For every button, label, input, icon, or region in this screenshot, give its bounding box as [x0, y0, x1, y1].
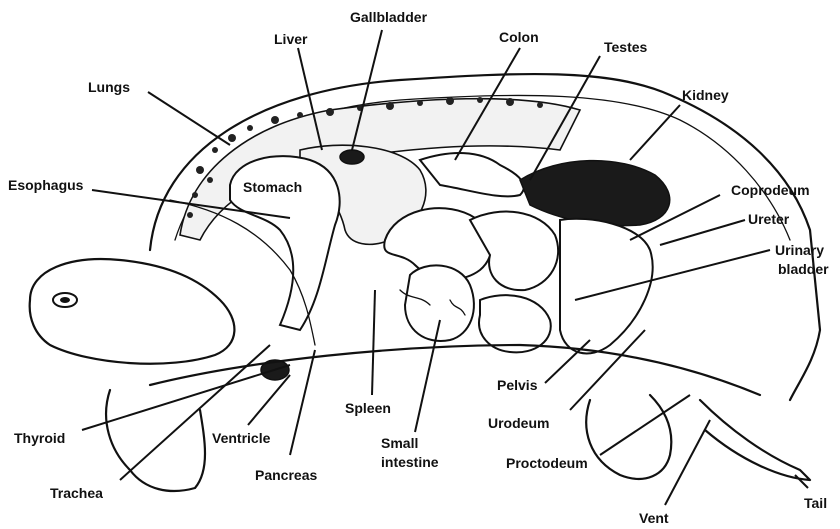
label-liver: Liver [274, 31, 308, 47]
label-trachea: Trachea [50, 485, 103, 501]
label-pancreas: Pancreas [255, 467, 317, 483]
label-esophagus: Esophagus [8, 177, 84, 193]
label-small: Small [381, 435, 418, 451]
label-ventricle: Ventricle [212, 430, 271, 446]
label-gallbladder: Gallbladder [350, 9, 428, 25]
gallbladder [340, 150, 364, 164]
head [30, 259, 235, 364]
label-lungs: Lungs [88, 79, 130, 95]
urinary-bladder [560, 219, 653, 354]
label-testes: Testes [604, 39, 648, 55]
small-intestine [384, 208, 558, 352]
label-colon: Colon [499, 29, 539, 45]
label-vent: Vent [639, 510, 669, 526]
label-spleen: Spleen [345, 400, 391, 416]
label-urodeum: Urodeum [488, 415, 549, 431]
label-intestine: intestine [381, 454, 439, 470]
label-bladder: bladder [778, 261, 829, 277]
label-pelvis: Pelvis [497, 377, 538, 393]
label-stomach: Stomach [243, 179, 302, 195]
label-proctodeum: Proctodeum [506, 455, 588, 471]
label-coprodeum: Coprodeum [731, 182, 810, 198]
label-thyroid: Thyroid [14, 430, 65, 446]
label-kidney: Kidney [682, 87, 729, 103]
label-urinary: Urinary [775, 242, 824, 258]
tail [700, 400, 810, 480]
label-tail: Tail [804, 495, 827, 511]
colon [420, 153, 524, 196]
front-limb [106, 390, 205, 491]
kidney [520, 161, 670, 226]
label-ureter: Ureter [748, 211, 790, 227]
